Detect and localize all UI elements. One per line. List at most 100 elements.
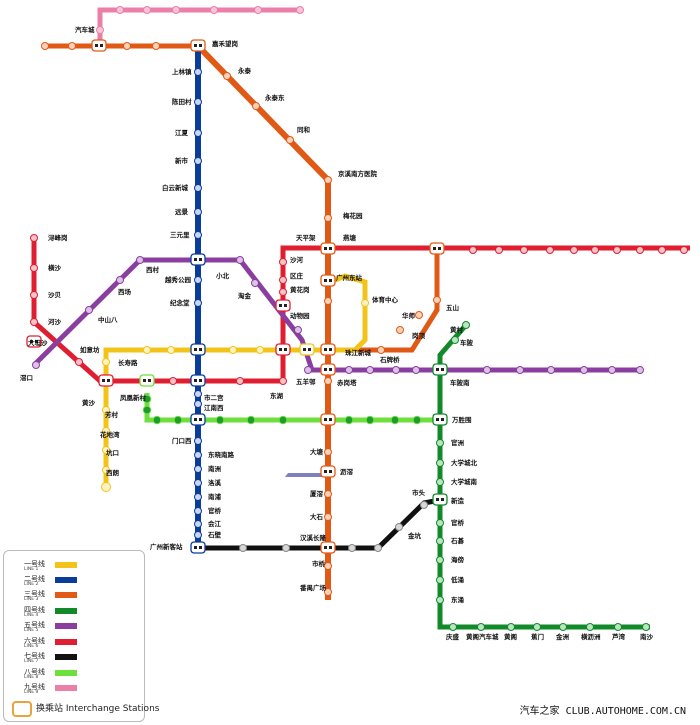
legend-swatch (55, 592, 77, 598)
line-1 (101, 273, 369, 492)
legend-label: 五号线 (24, 621, 45, 629)
svg-text:黄阁: 黄阁 (504, 632, 518, 641)
svg-text:新造: 新造 (451, 496, 465, 505)
svg-text:横沥洲: 横沥洲 (581, 632, 601, 641)
svg-text:天平架: 天平架 (296, 233, 316, 242)
legend-swatch (55, 639, 77, 645)
legend-label: 四号线 (24, 606, 45, 614)
svg-text:横沙: 横沙 (48, 263, 62, 272)
legend-sublabel: LINE 3 (24, 597, 39, 602)
svg-text:如意坊: 如意坊 (80, 345, 100, 354)
svg-text:三元里: 三元里 (170, 230, 190, 239)
legend-swatch (55, 577, 77, 583)
line-6 (30, 234, 690, 385)
legend-swatch (55, 654, 77, 660)
legend: 一号线 LINE 1 二号线 LINE 2 三号线 LINE 3 四号线 LIN… (3, 550, 159, 722)
svg-text:石牌桥: 石牌桥 (379, 355, 400, 364)
legend-sublabel: LINE 6 (24, 644, 39, 649)
svg-text:江夏: 江夏 (175, 128, 189, 137)
svg-text:滘口: 滘口 (20, 373, 33, 382)
legend-label: 三号线 (24, 590, 45, 598)
svg-text:市桥: 市桥 (312, 559, 326, 568)
line-4 (436, 321, 650, 631)
watermark: 汽车之家 CLUB.AUTOHOME.COM.CN (519, 706, 686, 717)
svg-text:官桥: 官桥 (208, 506, 222, 515)
svg-text:南洲: 南洲 (208, 464, 222, 473)
svg-text:石碁: 石碁 (450, 536, 465, 545)
svg-text:岗顶: 岗顶 (412, 331, 426, 340)
legend-label: 七号线 (24, 652, 45, 660)
svg-text:纪念堂: 纪念堂 (170, 298, 190, 307)
interchange-label: 换乘站 Interchange Stations (36, 704, 160, 714)
svg-text:洛溪: 洛溪 (208, 478, 222, 487)
branch-stub (285, 473, 326, 477)
svg-text:门口西: 门口西 (172, 436, 192, 445)
svg-text:石壁: 石壁 (207, 530, 222, 539)
svg-text:坑口: 坑口 (106, 448, 119, 457)
svg-text:京溪南方医院: 京溪南方医院 (338, 169, 378, 178)
svg-text:华师: 华师 (402, 311, 416, 320)
svg-text:东湖: 东湖 (270, 391, 284, 400)
svg-text:番禺广场: 番禺广场 (299, 583, 327, 592)
svg-text:长寿路: 长寿路 (118, 358, 138, 367)
svg-text:南沙: 南沙 (640, 632, 654, 641)
svg-text:黄村: 黄村 (450, 325, 464, 334)
svg-text:体育中心: 体育中心 (372, 295, 399, 304)
svg-text:低涌: 低涌 (450, 575, 465, 584)
line-3 (195, 43, 441, 600)
svg-text:南浦: 南浦 (208, 492, 222, 501)
svg-text:陈田村: 陈田村 (172, 97, 192, 106)
svg-text:同和: 同和 (297, 125, 310, 134)
svg-text:大石: 大石 (310, 512, 324, 521)
legend-swatch (55, 685, 77, 691)
svg-text:官洲: 官洲 (451, 438, 465, 447)
svg-text:淘金: 淘金 (238, 291, 252, 300)
svg-text:赤岗塔: 赤岗塔 (337, 378, 357, 387)
svg-text:沥滘: 沥滘 (340, 467, 354, 476)
svg-text:东涌: 东涌 (451, 595, 465, 604)
station-labels: 汽车城 嘉禾望岗 上林镇 陈田村 江夏 新市 白云新城 远景 三元里 越秀公园 … (20, 25, 654, 641)
line-2 (194, 46, 202, 547)
svg-text:市二宫: 市二宫 (204, 393, 224, 402)
interchange-icons (26, 39, 448, 554)
svg-text:花地湾: 花地湾 (100, 430, 120, 439)
svg-text:梅花园: 梅花园 (343, 211, 363, 220)
legend-label: 八号线 (24, 668, 45, 676)
line-9 (96, 6, 304, 46)
legend-label: 二号线 (24, 575, 45, 583)
svg-text:五羊邨: 五羊邨 (296, 377, 316, 386)
svg-text:江南西: 江南西 (204, 403, 224, 412)
svg-text:市头: 市头 (412, 488, 426, 497)
svg-text:区庄: 区庄 (290, 271, 304, 280)
svg-text:车陂: 车陂 (460, 338, 474, 347)
svg-text:汉溪长隆: 汉溪长隆 (300, 533, 327, 542)
svg-text:黄沙: 黄沙 (82, 398, 96, 407)
svg-text:大学城南: 大学城南 (451, 477, 478, 486)
svg-text:永泰: 永泰 (237, 66, 252, 75)
legend-swatch (55, 623, 77, 629)
interchange-icon (12, 701, 32, 717)
legend-label: 一号线 (24, 560, 45, 568)
legend-label: 九号线 (24, 683, 45, 691)
svg-text:庆盛: 庆盛 (445, 632, 460, 641)
svg-text:芦湾: 芦湾 (612, 632, 626, 641)
svg-text:芳村: 芳村 (105, 410, 119, 419)
svg-text:沙河: 沙河 (290, 255, 304, 264)
svg-text:新市: 新市 (175, 156, 189, 165)
svg-text:汽车城: 汽车城 (75, 25, 95, 34)
line-7 (198, 497, 441, 552)
svg-text:蕉门: 蕉门 (531, 632, 545, 641)
svg-text:官桥: 官桥 (451, 518, 465, 527)
svg-text:厦滘: 厦滘 (310, 489, 324, 498)
svg-text:金洲: 金洲 (555, 632, 570, 641)
legend-sublabel: LINE 9 (24, 690, 39, 695)
svg-text:黄花岗: 黄花岗 (290, 285, 310, 294)
svg-text:大学城北: 大学城北 (451, 458, 478, 467)
svg-text:小北: 小北 (215, 271, 230, 280)
svg-text:凤凰新村: 凤凰新村 (120, 393, 147, 402)
svg-text:五山: 五山 (446, 303, 459, 312)
svg-text:西村: 西村 (146, 265, 160, 274)
svg-text:中山八: 中山八 (98, 315, 118, 324)
svg-text:海傍: 海傍 (451, 555, 465, 564)
